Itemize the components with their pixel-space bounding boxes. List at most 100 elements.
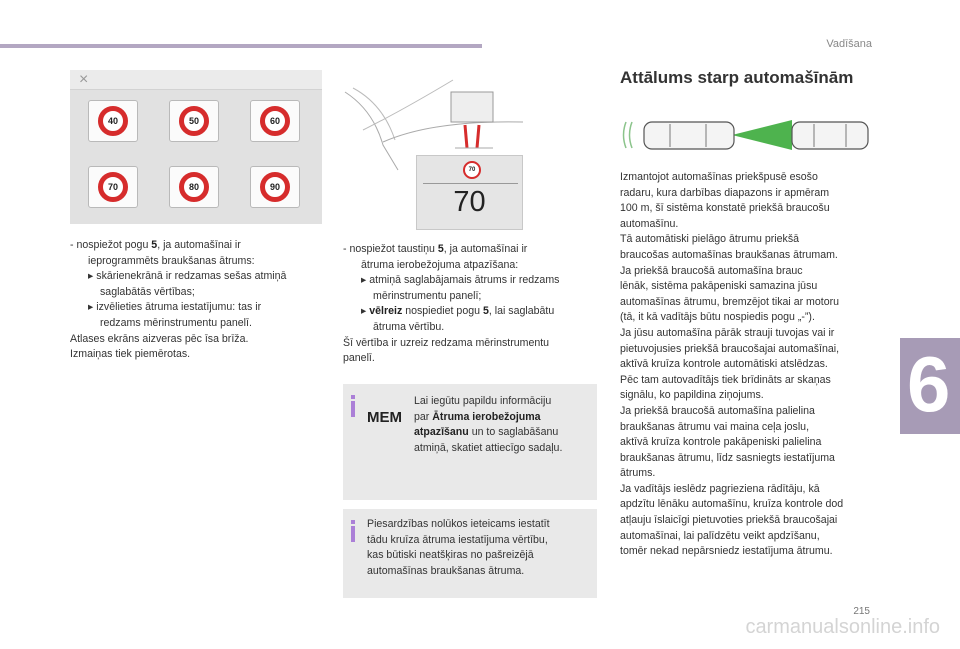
- dashboard-lines-icon: [344, 79, 523, 171]
- speed-limit-sign-icon: 60: [260, 106, 290, 136]
- panel-header: ×: [70, 70, 322, 90]
- radar-beam-icon: [732, 120, 792, 150]
- text: braucošas automašīnas braukšanas ātrumam…: [620, 248, 838, 261]
- text-bold: atpazīšanu: [414, 426, 469, 439]
- text: braukšanas ātrumu, līdz sasniegts iestat…: [620, 451, 835, 464]
- speed-limit-sign-icon: 90: [260, 172, 290, 202]
- text: Šī vērtība ir uzreiz redzama mērinstrume…: [343, 336, 550, 349]
- text: , ja automašīnai ir: [157, 239, 241, 251]
- close-icon[interactable]: ×: [79, 71, 89, 88]
- text: , lai saglabātu: [488, 305, 555, 318]
- text: Ja vadītājs ieslēdz pagrieziena rādītāju…: [620, 482, 820, 495]
- section-heading: Attālums starp automašīnām: [620, 68, 854, 87]
- speed-tile[interactable]: 80: [169, 166, 219, 208]
- section-title: Vadīšana: [826, 38, 872, 50]
- text: redzams mērinstrumentu panelī.: [100, 316, 252, 329]
- info-icon: [351, 395, 355, 417]
- speed-limit-sign-icon: 70: [98, 172, 128, 202]
- text-bold: 5: [437, 243, 444, 255]
- text: tomēr nekad nepārsniedz iestatījuma ātru…: [620, 545, 833, 558]
- text: automašīnas ātrumu, bremzējot tikai ar m…: [620, 295, 840, 308]
- text: Ja priekšā braucošā automašīna brauc: [620, 264, 803, 277]
- text: radaru, kura darbības diapazons ir apmēr…: [620, 186, 830, 199]
- info-text: Lai iegūtu papildu informāciju par Ātrum…: [414, 394, 562, 456]
- own-car-icon: [622, 121, 735, 150]
- speed-tile[interactable]: 40: [88, 100, 138, 142]
- speed-limit-sign-icon: 40: [98, 106, 128, 136]
- text: Ja priekšā braucošā automašīna palielina: [620, 404, 815, 417]
- instrument-cluster: 70 70: [416, 155, 523, 230]
- text: automašīnas braukšanas ātruma.: [367, 564, 525, 577]
- text: automašīnai, lai palīdzētu veikt apdzīša…: [620, 529, 820, 542]
- mem-button-label: MEM: [367, 409, 402, 426]
- text-bold: 5: [151, 239, 158, 251]
- chapter-number: 6: [907, 340, 951, 428]
- text: , ja automašīnai ir: [443, 243, 528, 255]
- text: pietuvojusies priekšā braucošajai automa…: [620, 342, 840, 355]
- text: tādu kruīza ātruma iestatījuma vērtību,: [367, 533, 548, 546]
- text: automašīnu.: [620, 217, 679, 230]
- cluster-speed-value: 70: [453, 186, 486, 218]
- text: aktīvā kruīza kontrole automātiski atslē…: [620, 358, 828, 371]
- text: apdzītu lēnāku automašīnu, kruīza kontro…: [620, 498, 844, 511]
- text: mērinstrumentu panelī;: [373, 289, 482, 302]
- speed-tile[interactable]: 60: [250, 100, 300, 142]
- text: ātruma vērtību.: [373, 320, 445, 333]
- text: 100 m, šī sistēma konstatē priekšā brauc…: [620, 202, 830, 215]
- speed-tile[interactable]: 50: [169, 100, 219, 142]
- text: ātruma ierobežojuma atpazīšana:: [361, 258, 519, 271]
- divider: [423, 183, 518, 184]
- text: par: [414, 410, 433, 423]
- dashboard-illustration: 70 70: [343, 70, 523, 230]
- watermark: carmanualsonline.info: [745, 616, 940, 638]
- text: saglabātās vērtības;: [100, 285, 195, 298]
- front-car-icon: [791, 121, 869, 150]
- text: izvēlieties ātruma iestatījumu: tas ir: [96, 301, 262, 314]
- text: Izmaiņas tiek piemērotas.: [70, 348, 191, 361]
- text: skārienekrānā ir redzamas sešas atmiņā: [96, 270, 287, 283]
- text: nospiediet pogu: [402, 305, 483, 318]
- text: Izmantojot automašīnas priekšpusē esošo: [620, 171, 818, 183]
- text: lēnāk, sistēma pakāpeniski samazina jūsu: [620, 280, 818, 293]
- text: atļauju īslaicīgi pietuvoties priekšā br…: [620, 514, 838, 527]
- text: - nospiežot pogu: [70, 239, 152, 251]
- speed-tile[interactable]: 70: [88, 166, 138, 208]
- speed-tile[interactable]: 90: [250, 166, 300, 208]
- text: Ja jūsu automašīna pārāk strauji tuvojas…: [620, 326, 835, 339]
- arrow-bullet-icon: ▸: [361, 305, 370, 318]
- speed-limit-sign-icon: 80: [179, 172, 209, 202]
- info-box-mem: MEM Lai iegūtu papildu informāciju par Ā…: [343, 384, 597, 500]
- chapter-tab: 6: [900, 338, 960, 434]
- text: kas būtiski neatšķiras no pašreizējā: [367, 549, 534, 562]
- text: Tā automātiski pielāgo ātrumu priekšā: [620, 233, 800, 246]
- left-column-text: - nospiežot pogu 5, ja automašīnai ir ie…: [70, 238, 286, 363]
- text: atmiņā, skatiet attiecīgo sadaļu.: [414, 441, 563, 454]
- text-bold: 5: [482, 305, 489, 318]
- text: braukšanas ātrumu vai maina ceļa joslu,: [620, 420, 810, 433]
- text: Piesardzības nolūkos ieteicams iestatīt: [367, 518, 550, 530]
- text: panelī.: [343, 352, 375, 365]
- right-column-text: Izmantojot automašīnas priekšpusē esošo …: [620, 170, 843, 560]
- info-icon: [351, 520, 355, 542]
- text: signālu, ko papildina ziņojums.: [620, 389, 764, 402]
- text: (tā, it kā vadītājs būtu nospiedis pogu …: [620, 311, 815, 324]
- page-number: 215: [853, 606, 870, 617]
- text: Pēc tam autovadītājs tiek brīdināts ar s…: [620, 373, 831, 386]
- text: - nospiežot taustiņu: [343, 243, 438, 255]
- speed-limit-sign-icon: 70: [463, 161, 481, 179]
- text: aktīvā kruīza kontrole pakāpeniski palie…: [620, 436, 822, 449]
- middle-column-text: - nospiežot taustiņu 5, ja automašīnai i…: [343, 242, 559, 367]
- arrow-bullet-icon: ▸: [361, 274, 370, 287]
- header-accent-bar: [0, 44, 482, 48]
- speed-limit-sign-icon: 50: [179, 106, 209, 136]
- arrow-bullet-icon: ▸: [88, 270, 97, 283]
- text: ātrums.: [620, 467, 656, 480]
- car-distance-diagram: [622, 120, 869, 150]
- text-bold: vēlreiz: [369, 305, 403, 318]
- speed-limit-panel: × 40 50 60 70 80 90: [70, 70, 322, 224]
- text: atmiņā saglabājamais ātrums ir redzams: [369, 274, 560, 287]
- text: un to saglabāšanu: [468, 426, 559, 439]
- arrow-bullet-icon: ▸: [88, 301, 97, 314]
- text: ieprogrammēts braukšanas ātrums:: [88, 254, 255, 267]
- info-box-caution: Piesardzības nolūkos ieteicams iestatīt …: [343, 509, 597, 598]
